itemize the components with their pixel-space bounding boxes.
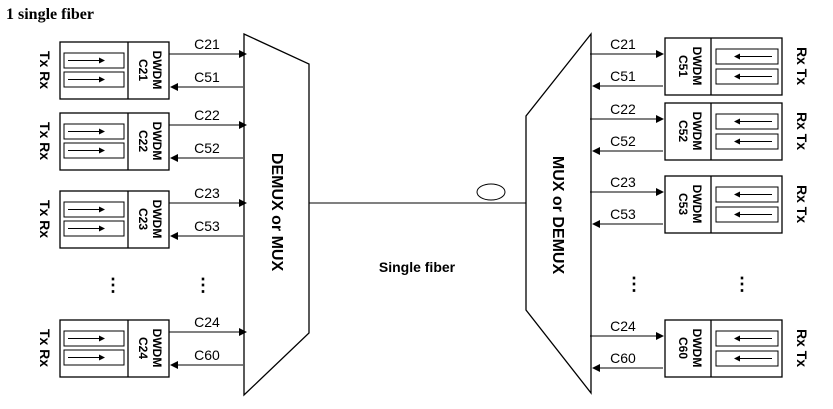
incoming-channel-label: C51: [194, 69, 220, 85]
dwdm-label: DWDM: [690, 47, 704, 86]
dwdm-channel-label: C23: [136, 208, 150, 230]
transceiver-box: [664, 175, 783, 234]
left-mux-label: DEMUX or MUX: [268, 153, 285, 272]
dwdm-channel-label: C52: [676, 120, 690, 142]
dwdm-label: DWDM: [150, 122, 164, 161]
incoming-channel-label: C60: [194, 347, 220, 363]
dwdm-label: DWDM: [150, 329, 164, 368]
dwdm-label: DWDM: [150, 200, 164, 239]
dwdm-channel-label: C21: [136, 59, 150, 81]
incoming-channel-label: C53: [194, 218, 220, 234]
rx-tx-label: Rx Tx: [794, 185, 810, 223]
outgoing-channel-label: C53: [610, 206, 636, 222]
dwdm-channel-label: C51: [676, 55, 690, 77]
right-channel-ellipsis: ⋮: [625, 274, 643, 294]
transceiver-box: [664, 102, 783, 161]
dwdm-channel-label: C53: [676, 193, 690, 215]
fiber-coil-icon: [476, 183, 506, 201]
dwdm-channel-label: C22: [136, 130, 150, 152]
outgoing-channel-label: C60: [610, 350, 636, 366]
transceiver-box: [59, 190, 170, 249]
outgoing-channel-label: C52: [610, 133, 636, 149]
rx-tx-label: Rx Tx: [794, 112, 810, 150]
transceiver-box: [59, 319, 170, 378]
incoming-channel-label: C22: [610, 101, 636, 117]
incoming-channel-label: C21: [610, 36, 636, 52]
dwdm-label: DWDM: [690, 329, 704, 368]
dwdm-channel-label: C60: [676, 337, 690, 359]
tx-rx-label: Tx Rx: [37, 200, 53, 238]
incoming-channel-label: C23: [610, 174, 636, 190]
transceiver-box: [59, 41, 170, 100]
tx-rx-label: Tx Rx: [37, 51, 53, 89]
left-channel-ellipsis: ⋮: [194, 275, 212, 295]
outgoing-channel-label: C24: [194, 314, 220, 330]
diagram-title: 1 single fiber: [6, 6, 94, 23]
rx-tx-label: Rx Tx: [794, 329, 810, 367]
right-unit-ellipsis: ⋮: [733, 274, 751, 294]
transceiver-box: [664, 37, 783, 96]
tx-rx-label: Tx Rx: [37, 122, 53, 160]
transceiver-box: [664, 319, 783, 378]
transceiver-box: [59, 112, 170, 171]
outgoing-channel-label: C22: [194, 107, 220, 123]
left-mux-trapezoid: [243, 32, 310, 397]
outgoing-channel-label: C23: [194, 185, 220, 201]
dwdm-label: DWDM: [690, 185, 704, 224]
outgoing-channel-label: C51: [610, 68, 636, 84]
dwdm-label: DWDM: [150, 51, 164, 90]
dwdm-label: DWDM: [690, 112, 704, 151]
fiber-label: Single fiber: [379, 259, 456, 275]
tx-rx-label: Tx Rx: [37, 329, 53, 367]
right-mux-label: MUX or DEMUX: [549, 156, 566, 275]
incoming-channel-label: C52: [194, 140, 220, 156]
left-unit-ellipsis: ⋮: [104, 275, 122, 295]
outgoing-channel-label: C21: [194, 36, 220, 52]
right-mux-trapezoid: [525, 32, 592, 395]
rx-tx-label: Rx Tx: [794, 47, 810, 85]
dwdm-channel-label: C24: [136, 337, 150, 359]
incoming-channel-label: C24: [610, 318, 636, 334]
